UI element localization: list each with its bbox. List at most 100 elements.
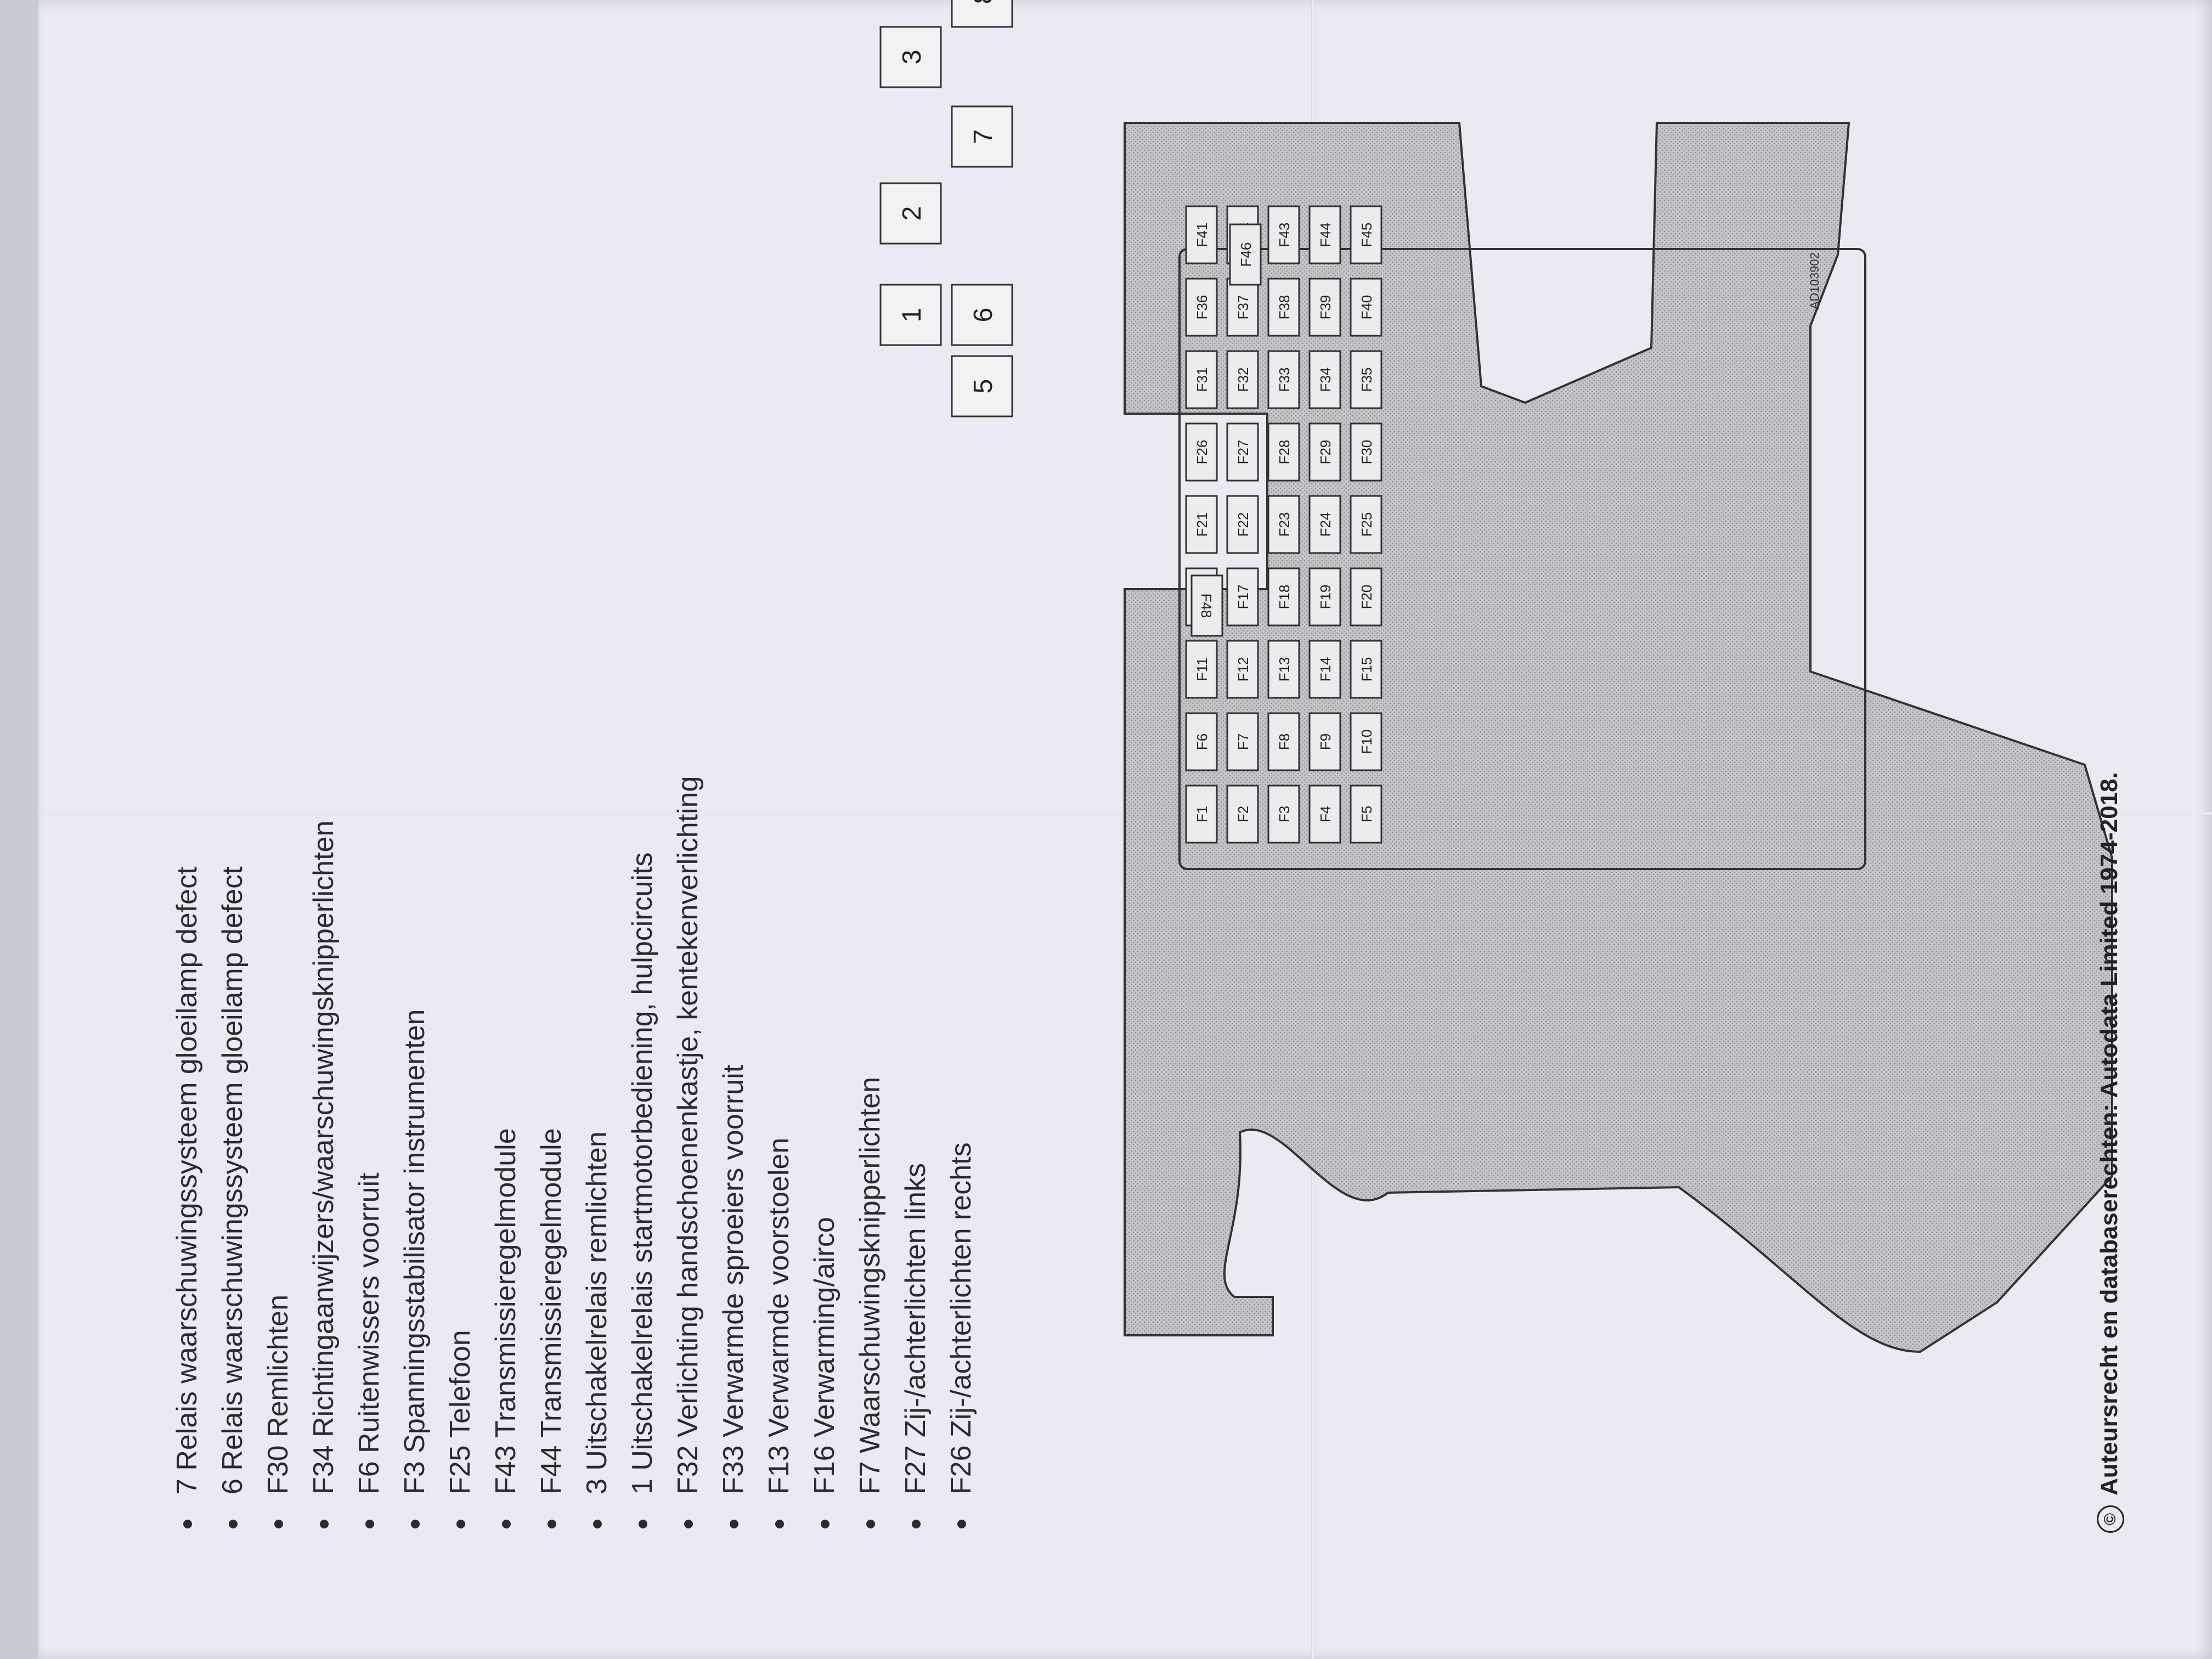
fuse-f44: F44 [1308, 205, 1341, 264]
fuse-label: F34 [1317, 368, 1334, 392]
fuse-label: F4 [1317, 806, 1334, 822]
fuse-f35: F35 [1350, 350, 1383, 409]
fuse-label: F3 [1276, 806, 1293, 822]
fuse-f39: F39 [1308, 278, 1341, 337]
fuse-f46: F46 [1229, 223, 1262, 286]
fuse-f7: F7 [1226, 712, 1259, 771]
fuse-label: F44 [1317, 223, 1334, 247]
fuse-f4: F4 [1308, 785, 1341, 844]
relay-label: 3 [898, 50, 927, 65]
fuse-label: F40 [1358, 295, 1375, 320]
fuse-label: F27 [1235, 440, 1251, 465]
copyright-line: © Auteursrecht en databaserechten: Autoda… [2096, 772, 2125, 1533]
fuse-f5: F5 [1350, 785, 1383, 844]
fuse-label: F23 [1276, 512, 1293, 537]
relay-label: 8 [969, 0, 998, 4]
relay-1: 1 [879, 284, 942, 346]
fuse-f45: F45 [1350, 205, 1383, 264]
fuse-f17: F17 [1226, 567, 1259, 627]
fuse-f15: F15 [1350, 640, 1383, 699]
relay-label: 1 [898, 308, 927, 323]
fuse-label: F1 [1194, 806, 1210, 822]
fuse-f3: F3 [1267, 785, 1300, 844]
fuse-label: F39 [1317, 295, 1334, 320]
loose-fuse-group: F46F47F48 [1190, 223, 1262, 637]
fuse-f2: F2 [1226, 785, 1259, 844]
fuse-label: F24 [1317, 512, 1334, 537]
fuse-label: F48 [1198, 594, 1215, 618]
fuse-label: F2 [1235, 806, 1251, 822]
copyright-icon: © [2097, 1505, 2125, 1533]
fuse-f27: F27 [1226, 422, 1259, 482]
fuse-f26: F26 [1185, 422, 1218, 482]
fuse-label: F37 [1235, 295, 1251, 320]
fuse-label: F28 [1276, 440, 1293, 465]
fuse-f32: F32 [1226, 350, 1259, 409]
fuse-label: F30 [1358, 440, 1375, 465]
fuse-label: F29 [1317, 440, 1334, 465]
fuse-label: F13 [1276, 657, 1293, 682]
fuse-f22: F22 [1226, 495, 1259, 554]
fuse-f1: F1 [1185, 785, 1218, 844]
fuse-label: F17 [1235, 585, 1251, 610]
fuse-f8: F8 [1267, 712, 1300, 771]
fuse-label: F45 [1358, 223, 1375, 247]
fuse-label: F33 [1276, 368, 1293, 392]
fuse-f12: F12 [1226, 640, 1259, 699]
fuse-f13: F13 [1267, 640, 1300, 699]
fuse-f30: F30 [1350, 422, 1383, 482]
fuse-f28: F28 [1267, 422, 1300, 482]
fuse-f38: F38 [1267, 278, 1300, 337]
fuse-label: F15 [1358, 657, 1375, 682]
fuse-f21: F21 [1185, 495, 1218, 554]
fuse-label: F21 [1194, 512, 1210, 537]
fuse-f29: F29 [1308, 422, 1341, 482]
fuse-label: F10 [1358, 730, 1375, 754]
relay-label: 6 [969, 308, 998, 323]
fuse-label: F18 [1276, 585, 1293, 610]
fuse-f24: F24 [1308, 495, 1341, 554]
fuse-grid: F1F6F11F16F21F26F31F36F41F2F7F12F17F22F2… [1178, 205, 1866, 870]
fuse-label: F19 [1317, 585, 1334, 610]
relay-2: 2 [879, 182, 942, 245]
fuse-f25: F25 [1350, 495, 1383, 554]
fuse-label: F46 [1238, 242, 1254, 267]
relay-label: 5 [969, 379, 998, 394]
fuse-f19: F19 [1308, 567, 1341, 627]
fuse-label: F5 [1358, 806, 1375, 822]
fuse-label: F32 [1235, 368, 1251, 392]
fuse-label: F11 [1194, 658, 1210, 681]
fuse-label: F26 [1194, 440, 1210, 465]
fuse-f41: F41 [1185, 205, 1218, 264]
fuse-f14: F14 [1308, 640, 1341, 699]
fuse-f37: F37 [1226, 278, 1259, 337]
relay-3: 3 [879, 26, 942, 88]
fuse-f40: F40 [1350, 278, 1383, 337]
fuse-label: F31 [1194, 368, 1210, 392]
fuse-f11: F11 [1185, 640, 1218, 699]
copyright-text: Auteursrecht en databaserechten: Autodat… [2096, 772, 2123, 1496]
fuse-f31: F31 [1185, 350, 1218, 409]
relay-6: 6 [951, 284, 1013, 346]
fuse-label: F22 [1235, 512, 1251, 537]
fuse-f18: F18 [1267, 567, 1300, 627]
relay-7: 7 [951, 105, 1013, 168]
diagram-code: AD103902 [1808, 252, 1821, 309]
fuse-f9: F9 [1308, 712, 1341, 771]
fuse-f34: F34 [1308, 350, 1341, 409]
fuse-label: F35 [1358, 368, 1375, 392]
fuse-label: F6 [1194, 733, 1210, 750]
fuse-f48: F48 [1190, 574, 1223, 637]
relay-label: 7 [969, 129, 998, 144]
fuse-f36: F36 [1185, 278, 1218, 337]
fuse-label: F20 [1358, 585, 1375, 610]
fuse-label: F14 [1317, 657, 1334, 682]
fuse-label: F43 [1276, 223, 1293, 247]
fuse-f20: F20 [1350, 567, 1383, 627]
fuse-label: F12 [1235, 657, 1251, 682]
fuse-f10: F10 [1350, 712, 1383, 771]
fuse-f43: F43 [1267, 205, 1300, 264]
fuse-label: F36 [1194, 295, 1210, 320]
fuse-label: F7 [1235, 733, 1251, 750]
